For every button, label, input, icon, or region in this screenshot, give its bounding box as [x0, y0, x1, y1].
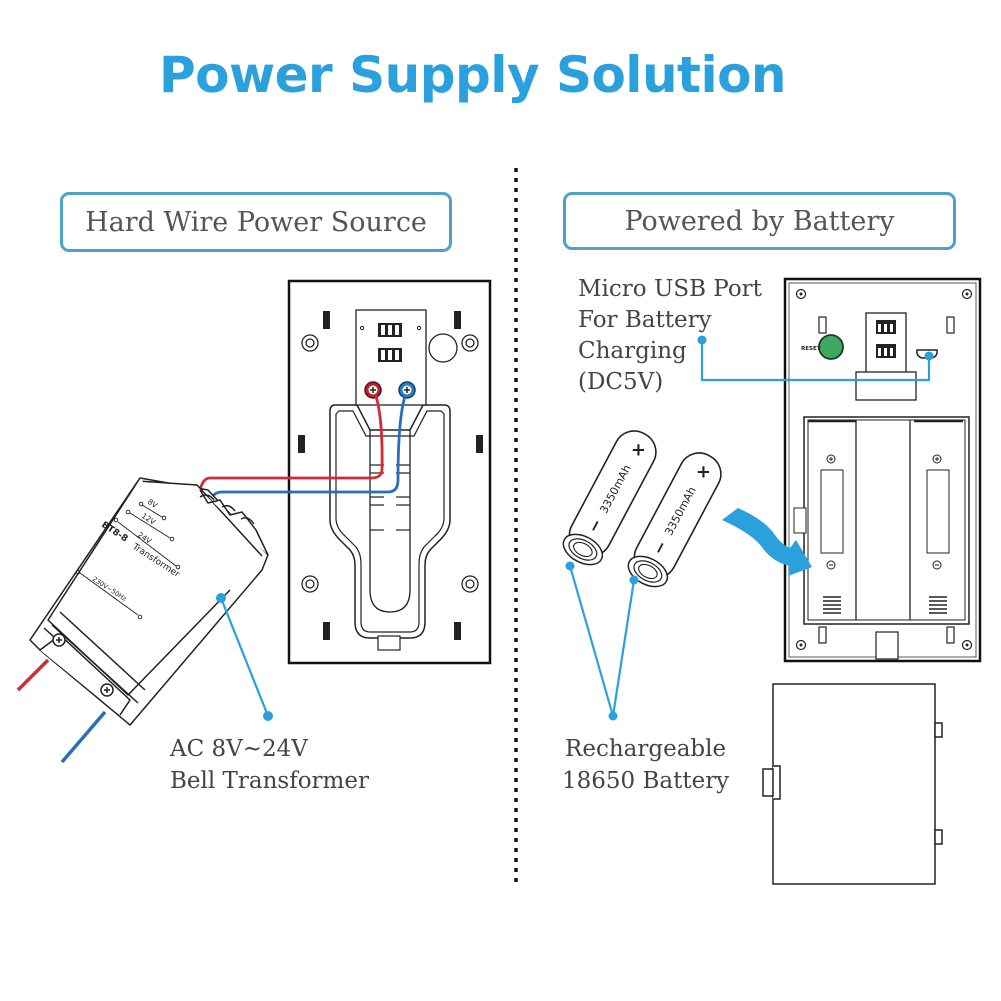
battery-callout-line-2: 18650 Battery [562, 768, 730, 794]
insert-arrow-icon [722, 508, 812, 576]
ac-callout-line-2: Bell Transformer [170, 768, 369, 794]
red-wire [198, 395, 384, 491]
battery-housing: RESET [783, 277, 982, 663]
usb-port-leader [697, 335, 934, 382]
usb-port-callout: Micro USB Port For Battery Charging (DC5… [578, 274, 762, 398]
battery-plus-2: + [696, 462, 711, 483]
battery-heading-box: Powered by Battery [563, 192, 956, 250]
battery-plus-1: + [631, 440, 646, 461]
ac-callout-line-1: AC 8V~24V [170, 736, 308, 762]
blue-input-wire [60, 710, 107, 764]
battery-callout-line-1: Rechargeable [565, 736, 727, 762]
battery-leader [565, 561, 639, 721]
ac-transformer-callout: AC 8V~24V Bell Transformer [170, 733, 369, 797]
reset-label: RESET [801, 346, 821, 352]
battery-callout: Rechargeable 18650 Battery [562, 733, 729, 797]
red-input-wire [16, 658, 50, 692]
transformer-screws [52, 633, 114, 697]
battery-heading: Powered by Battery [624, 205, 895, 237]
battery-springs [823, 596, 947, 614]
usb-callout-line-4: (DC5V) [578, 369, 664, 395]
red-terminal [364, 381, 382, 399]
usb-callout-line-2: For Battery [578, 307, 712, 333]
hard-wire-heading-box: Hard Wire Power Source [60, 192, 452, 252]
blue-terminal [398, 381, 416, 399]
doorbell-mounting-plate [287, 279, 492, 665]
usb-callout-line-3: Charging [578, 338, 687, 364]
reset-button: RESET [801, 334, 844, 360]
mounting-bracket [329, 404, 451, 639]
hard-wire-heading: Hard Wire Power Source [85, 206, 427, 238]
battery-cell-1: 3350mAh + − [562, 430, 657, 566]
battery-slot-left [820, 454, 844, 570]
page-title: Power Supply Solution [158, 46, 787, 104]
usb-callout-line-1: Micro USB Port [578, 276, 762, 302]
ac-transformer-leader [216, 593, 273, 721]
mounting-slots [298, 311, 483, 640]
battery-slot-right [926, 454, 950, 570]
screw-holes [301, 333, 479, 593]
battery-cover [762, 683, 943, 885]
blue-wire [206, 395, 407, 504]
